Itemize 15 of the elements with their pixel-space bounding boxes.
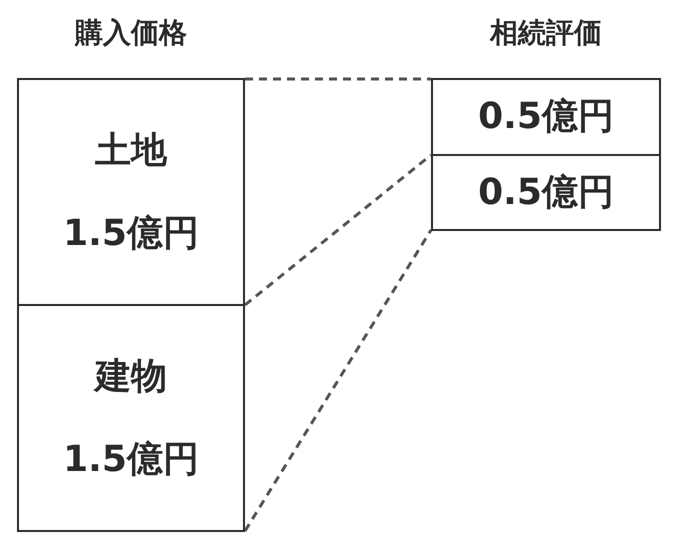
amount-text: 1.5億円 (63, 438, 199, 481)
column-heading: 購入価格 (75, 16, 187, 50)
amount-text: 0.5億円 (478, 170, 614, 214)
value-box (17, 306, 245, 532)
column-heading: 相続評価 (490, 16, 602, 50)
value-box (17, 78, 245, 306)
category-label: 土地 (95, 129, 167, 172)
amount-text: 1.5億円 (63, 212, 199, 255)
value-box (431, 78, 661, 156)
category-label: 建物 (95, 355, 167, 398)
amount-text: 0.5億円 (478, 95, 614, 139)
dashed-connector (244, 154, 432, 306)
dashed-connector (245, 78, 431, 80)
value-box (431, 156, 661, 231)
dashed-connector (244, 229, 432, 532)
